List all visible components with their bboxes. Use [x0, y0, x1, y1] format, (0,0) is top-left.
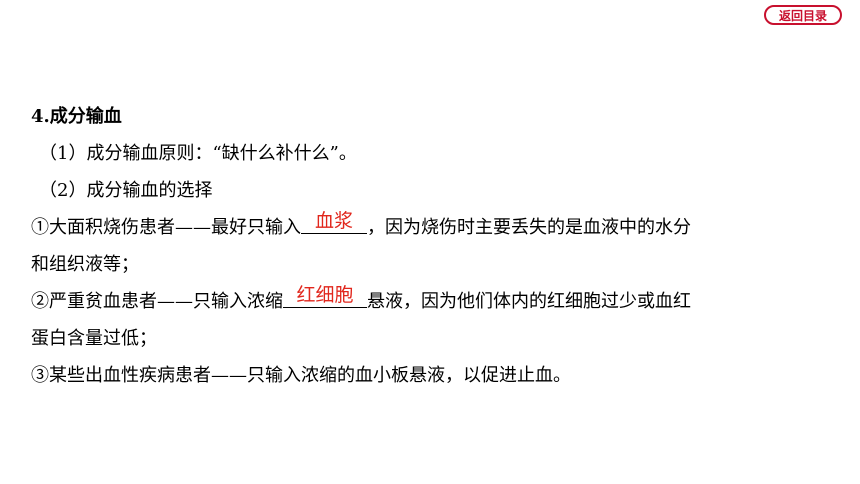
paragraph-anemia-patients-cont: 蛋白含量过低； — [31, 328, 157, 349]
answer-blank: 红细胞 — [283, 283, 367, 308]
text-segment: ①大面积烧伤患者——最好只输入 — [31, 217, 301, 238]
paragraph-burn-patients: ①大面积烧伤患者——最好只输入血浆 ，因为烧伤时主要丢失的是血液中的水分 — [31, 209, 831, 246]
return-to-contents-button[interactable]: 返回目录 — [764, 5, 842, 25]
paragraph-burn-patients-cont: 和组织液等； — [31, 254, 139, 275]
paragraph-selection: （2）成分输血的选择 — [39, 180, 213, 201]
paragraph-principle: （1）成分输血原则：“缺什么补什么”。 — [39, 143, 357, 164]
paragraph-bleeding-patients: ③某些出血性疾病患者——只输入浓缩的血小板悬液，以促进止血。 — [31, 365, 571, 386]
answer-blank: 血浆 — [301, 209, 367, 234]
main-content: 4.成分输血 （1）成分输血原则：“缺什么补什么”。 （2）成分输血的选择 ①大… — [31, 98, 831, 394]
paragraph-anemia-patients: ②严重贫血患者——只输入浓缩红细胞悬液，因为他们体内的红细胞过少或血红 — [31, 283, 831, 320]
text-segment: ②严重贫血患者——只输入浓缩 — [31, 291, 283, 312]
text-segment: 悬液，因为他们体内的红细胞过少或血红 — [367, 291, 691, 312]
section-heading: 4.成分输血 — [31, 106, 122, 127]
answer-text: 血浆 — [314, 210, 353, 232]
text-segment: ，因为烧伤时主要丢失的是血液中的水分 — [367, 217, 691, 238]
answer-text: 红细胞 — [296, 284, 354, 306]
